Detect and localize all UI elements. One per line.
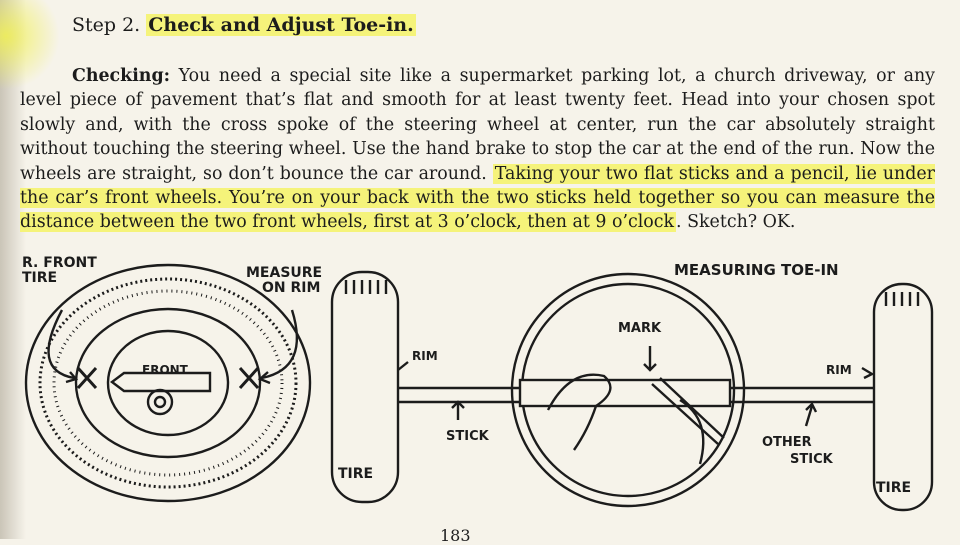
label-front-tire-line1: R. FRONT [22,255,97,271]
front-arrow-shape [110,371,212,393]
label-front-tire-line2: TIRE [22,270,57,286]
label-mark: MARK [618,321,662,336]
label-stick: STICK [446,429,490,444]
hub-front-label: FRONT [142,363,189,377]
rim-arrow-right [861,366,875,380]
measure-arrow-left [47,309,75,380]
instruction-paragraph: Checking: You need a special site like a… [20,64,935,235]
measure-arrowhead-left [65,371,79,384]
measure-arrowhead-right [257,371,271,385]
step-heading: Step 2. Check and Adjust Toe-in. [72,14,416,36]
other-stick-arrow [804,401,818,427]
paragraph-tail: . Sketch? OK. [676,212,796,233]
step-title: Check and Adjust Toe-in. [146,14,416,36]
magnifier-circle [510,272,746,508]
page-number: 183 [440,526,471,545]
left-tire-tread [344,280,388,294]
pencil-shape [651,377,725,445]
label-measure-line2: ON RIM [262,280,320,296]
tire-outer-outline [24,263,312,503]
step-number: Step 2. [72,14,141,36]
paragraph-lead: Checking: [72,66,171,86]
hubcap-outline [106,329,230,437]
paragraph-plain-text: You need a special site like a supermark… [20,66,935,184]
measure-arrow-right [261,309,299,380]
measuring-toe-in-title: MEASURING TOE-IN [674,261,839,279]
label-other-stick-line2: STICK [790,452,834,467]
stick-arrow [451,400,465,420]
label-tire-right: TIRE [876,480,911,496]
rim-outline [74,307,262,459]
mark-arrow [643,346,657,372]
highlighter-mark [0,0,60,90]
front-tire-drawing [24,263,312,503]
x-mark-right [238,366,260,390]
label-rim-left: RIM [412,349,438,363]
label-other-stick-line1: OTHER [762,435,812,450]
right-tire-shape [872,282,934,512]
hub-bolt [153,395,167,409]
hand-left [546,373,612,451]
hub-center [146,388,174,416]
label-rim-right: RIM [826,363,852,377]
sticks-in-magnifier [518,378,732,408]
label-tire-left: TIRE [338,466,373,482]
toe-in-illustration: R. FRONT TIRE MEASURE ON RIM FRONT MEASU… [22,255,934,512]
tire-tread-stipple-inner [52,289,284,477]
label-measure-line1: MEASURE [246,265,322,281]
hand-right [679,398,705,465]
right-tire-tread [884,292,920,306]
tire-tread-stipple [38,277,298,489]
x-mark-left [76,366,98,390]
toe-in-measurement-drawing [330,270,934,512]
rim-arrow-left [397,361,409,371]
